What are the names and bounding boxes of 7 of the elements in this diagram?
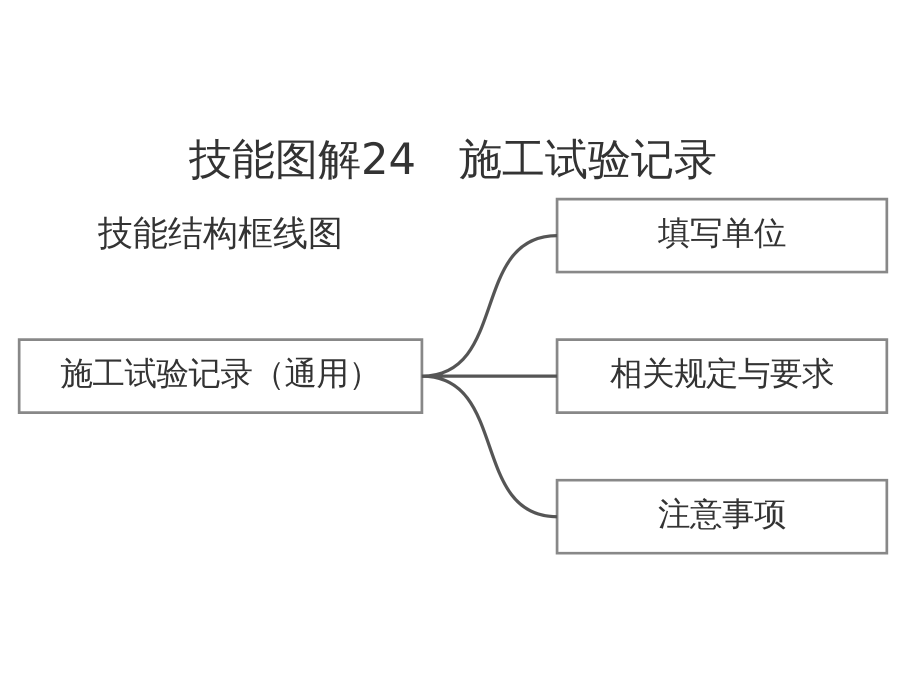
node-box: 施工试验记录（通用） bbox=[18, 338, 424, 414]
node-box: 填写单位 bbox=[556, 198, 888, 274]
connector bbox=[422, 374, 558, 518]
node-box: 注意事项 bbox=[556, 478, 888, 555]
label: 技能结构框线图 bbox=[98, 212, 344, 254]
diagram-title: 技能图解24 施工试验记录 bbox=[188, 135, 718, 186]
node-box: 相关规定与要求 bbox=[556, 338, 888, 414]
